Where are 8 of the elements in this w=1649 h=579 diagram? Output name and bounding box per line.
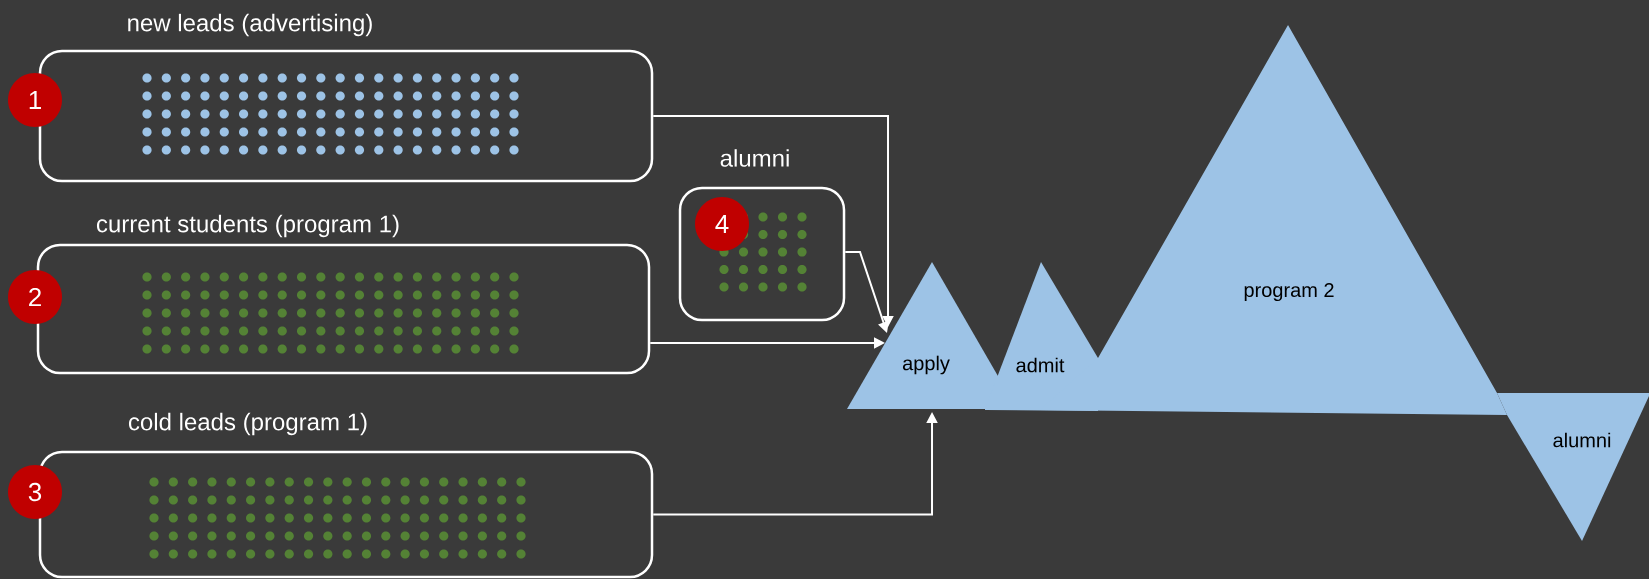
box-heading: new leads (advertising) bbox=[128, 13, 372, 37]
box-heading: cold leads (program 1) bbox=[128, 412, 367, 436]
callout-number: 2 bbox=[8, 270, 62, 324]
callout-number: 1 bbox=[8, 73, 62, 127]
callout-number: 3 bbox=[8, 465, 62, 519]
callout-number: 4 bbox=[695, 197, 749, 251]
box-heading: current students (program 1) bbox=[96, 214, 399, 238]
box-heading: alumni bbox=[720, 149, 789, 167]
